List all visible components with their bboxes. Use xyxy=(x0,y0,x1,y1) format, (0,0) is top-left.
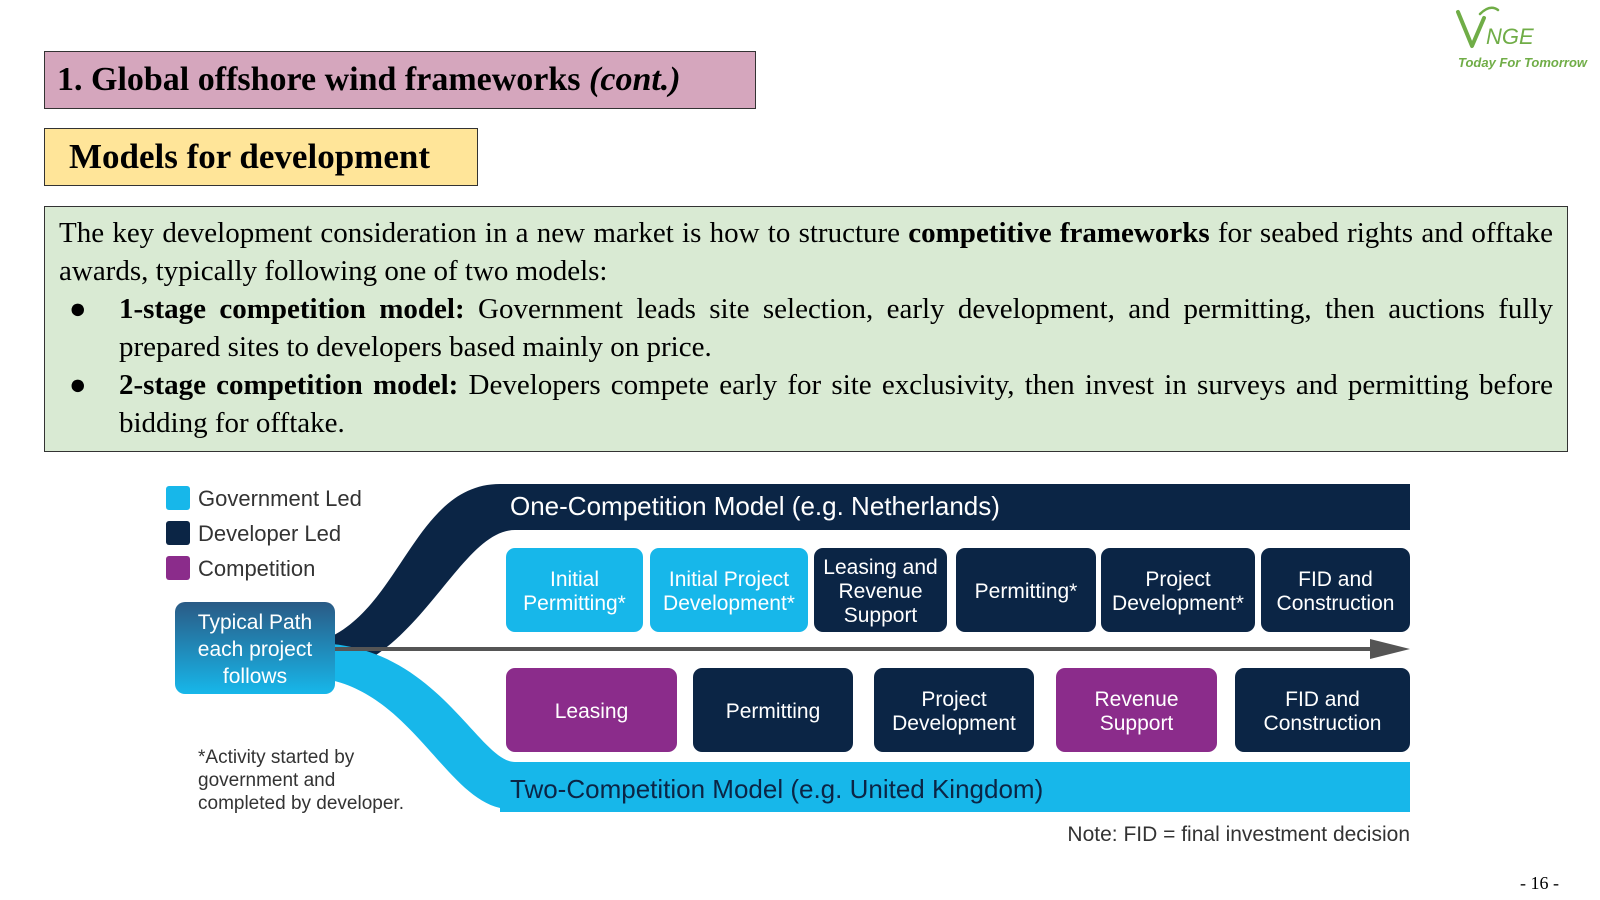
vnge-logo: NGE xyxy=(1456,6,1534,49)
footnote-line: *Activity started by xyxy=(198,747,355,768)
legend-label: Developer Led xyxy=(198,521,341,546)
step-box-bg xyxy=(814,548,947,632)
page-number: - 16 - xyxy=(1520,873,1559,893)
bottom-model-band xyxy=(500,766,1410,812)
start-label-line: each project xyxy=(198,638,313,661)
legend-label: Competition xyxy=(198,556,315,581)
logo-tagline: Today For Tomorrow xyxy=(1458,55,1588,70)
step-box-bg xyxy=(650,548,808,632)
top-model-label: One-Competition Model (e.g. Netherlands) xyxy=(510,491,1000,521)
step-box: Permitting* xyxy=(956,548,1096,632)
legend-label: Government Led xyxy=(198,486,362,511)
top-model-band xyxy=(500,484,1410,530)
step-box-bg xyxy=(1235,668,1410,752)
model-list: ● 1-stage competition model: Government … xyxy=(59,290,1553,442)
section-heading: Models for development xyxy=(44,128,478,186)
step-label: Initial xyxy=(550,568,599,591)
step-box-bg xyxy=(1101,548,1255,632)
step-label: FID and xyxy=(1285,688,1360,711)
step-box-bg xyxy=(874,668,1034,752)
step-box-bg xyxy=(693,668,853,752)
slide-title: 1. Global offshore wind frameworks (cont… xyxy=(44,51,756,109)
footnote-line: completed by developer. xyxy=(198,793,404,814)
intro-lead-before: The key development consideration in a n… xyxy=(59,217,901,249)
step-label: Leasing and xyxy=(823,556,937,579)
intro-lead-bold: competitive frameworks xyxy=(908,217,1210,249)
step-label: Permitting* xyxy=(975,580,1078,603)
step-label: Revenue xyxy=(1094,688,1178,711)
intro-paragraph: The key development consideration in a n… xyxy=(59,214,1553,290)
step-label: FID and xyxy=(1298,568,1373,591)
bullet-icon: ● xyxy=(69,293,87,325)
model-description: Government leads site selection, early d… xyxy=(119,293,1553,363)
step-box-bg xyxy=(956,548,1096,632)
competition-model-diagram: One-Competition Model (e.g. Netherlands)… xyxy=(166,484,1410,846)
step-box-bg xyxy=(506,668,677,752)
bottom-model-label: Two-Competition Model (e.g. United Kingd… xyxy=(510,774,1043,804)
model-description: Developers compete early for site exclus… xyxy=(119,369,1554,439)
start-label-line: follows xyxy=(223,665,287,688)
step-label: Support xyxy=(1100,712,1174,735)
model-list-item: ● 2-stage competition model: Developers … xyxy=(59,366,1553,442)
step-label: Support xyxy=(844,604,918,627)
fid-note: Note: FID = final investment decision xyxy=(1067,823,1410,846)
model-name: 2-stage competition model: xyxy=(119,369,459,401)
step-label: Project xyxy=(921,688,987,711)
step-label: Construction xyxy=(1277,592,1395,615)
step-label: Revenue xyxy=(838,580,922,603)
intro-lead-after: for seabed rights and offtake awards, ty… xyxy=(59,217,1554,287)
step-label: Development* xyxy=(663,592,795,615)
start-box xyxy=(175,602,335,694)
legend-swatch-developer xyxy=(166,521,190,545)
step-label: Permitting xyxy=(726,700,821,723)
step-label: Permitting* xyxy=(523,592,626,615)
legend-swatch-government xyxy=(166,486,190,510)
model-list-item: ● 1-stage competition model: Government … xyxy=(59,290,1553,366)
model-name: 1-stage competition model: xyxy=(119,293,465,325)
step-label: Construction xyxy=(1264,712,1382,735)
slide-title-suffix: (cont.) xyxy=(589,61,681,98)
step-box-bg xyxy=(506,548,643,632)
step-box: Leasing xyxy=(506,668,677,752)
bullet-icon: ● xyxy=(69,369,87,401)
logo-mark: NGE xyxy=(1486,24,1534,49)
intro-box: The key development consideration in a n… xyxy=(44,206,1568,452)
step-box: Permitting xyxy=(693,668,853,752)
step-label: Development xyxy=(892,712,1016,735)
start-label-line: Typical Path xyxy=(198,611,312,634)
slide-title-main: 1. Global offshore wind frameworks xyxy=(57,61,581,98)
step-label: Initial Project xyxy=(669,568,789,591)
step-label: Development* xyxy=(1112,592,1244,615)
step-label: Leasing xyxy=(555,700,629,723)
step-box-bg xyxy=(1056,668,1217,752)
arrow-head-icon xyxy=(1370,639,1410,659)
legend-swatch-competition xyxy=(166,556,190,580)
footnote-line: government and xyxy=(198,770,335,791)
step-box-bg xyxy=(1261,548,1410,632)
step-label: Project xyxy=(1145,568,1211,591)
